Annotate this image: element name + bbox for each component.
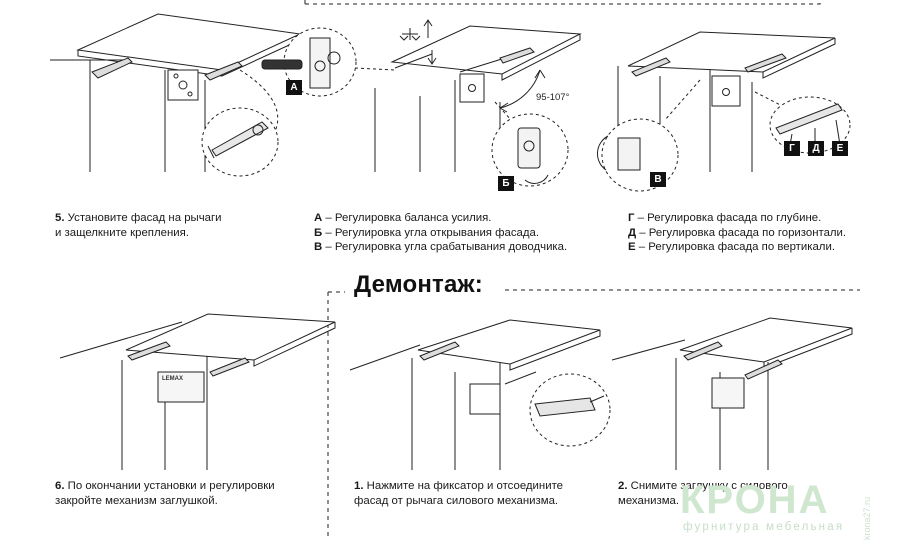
dismantle-divider bbox=[327, 289, 860, 540]
watermark-url: krona27.ru bbox=[862, 496, 872, 540]
dismantle-title: Демонтаж: bbox=[354, 271, 483, 298]
scene-adjustments-abv bbox=[261, 19, 582, 187]
scene-remove-cover bbox=[611, 317, 853, 470]
legend-abv: А – Регулировка баланса усилия. Б – Регу… bbox=[314, 211, 567, 255]
tag-e: Е bbox=[832, 141, 848, 156]
cover-brand: LEMAX bbox=[162, 376, 183, 382]
tag-d: Д bbox=[808, 141, 824, 156]
scene-cover bbox=[59, 313, 336, 470]
tag-b: Б bbox=[498, 176, 514, 191]
legend-item: Д – Регулировка фасада по горизонтали. bbox=[628, 226, 847, 239]
tag-g: Г bbox=[784, 141, 800, 156]
scene-install-facade bbox=[50, 13, 302, 177]
step-5-caption: 5. Установите фасад на рычаги и защелкни… bbox=[55, 212, 222, 239]
scene-adjustments-gde bbox=[596, 31, 851, 192]
legend-item: Г – Регулировка фасада по глубине. bbox=[628, 212, 822, 224]
dismantle-step-1-caption: 1. Нажмите на фиксатор и отсоедините фас… bbox=[354, 480, 563, 507]
watermark-logo: КРОНА bbox=[680, 478, 830, 522]
opening-angle-label: 95-107° bbox=[536, 92, 570, 103]
tag-a: А bbox=[286, 80, 302, 95]
legend-item: Е – Регулировка фасада по вертикали. bbox=[628, 241, 835, 254]
legend-item: В – Регулировка угла срабатывания доводч… bbox=[314, 241, 568, 254]
legend-item: Б – Регулировка угла открывания фасада. bbox=[314, 226, 540, 239]
legend-item: А – Регулировка баланса усилия. bbox=[314, 212, 492, 224]
watermark-subtitle: фурнитура мебельная bbox=[683, 521, 845, 533]
legend-gde: Г – Регулировка фасада по глубине. Д – Р… bbox=[628, 211, 846, 255]
tag-v: В bbox=[650, 172, 666, 187]
scene-detach-facade bbox=[349, 319, 611, 470]
dismantle-step-2-caption: 2. Снимите заглушку с силового механизма… bbox=[618, 480, 788, 507]
top-dashed-frame bbox=[304, 0, 821, 5]
step-6-caption: 6. По окончании установки и регулировки … bbox=[55, 480, 275, 507]
